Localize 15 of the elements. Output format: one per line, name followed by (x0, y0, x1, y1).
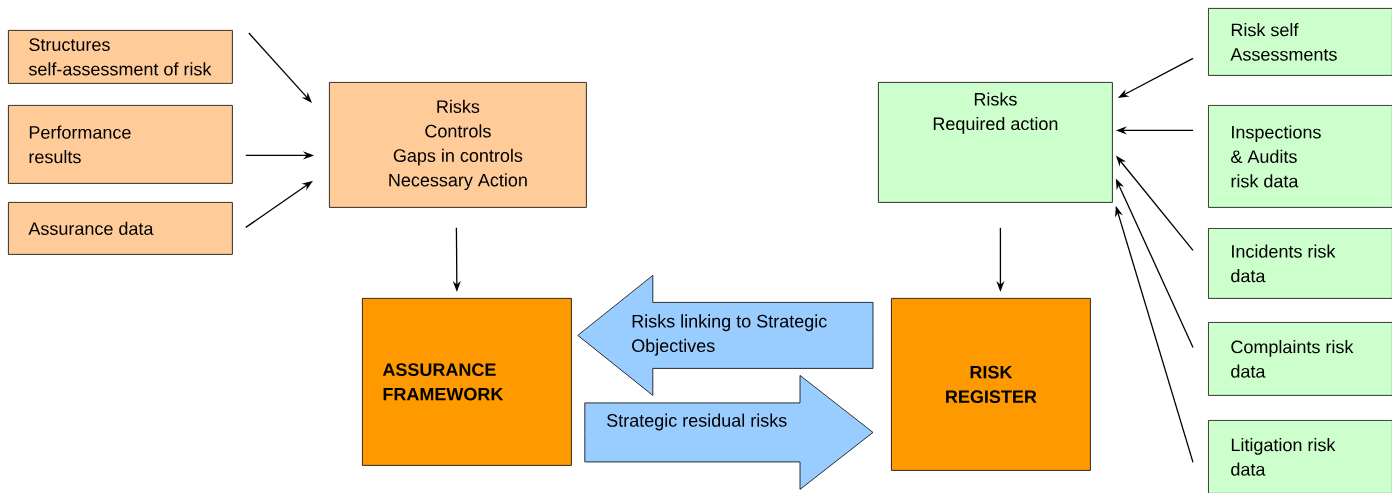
process-box: Risk self Assessments (1208, 8, 1392, 76)
process-box: Structures self-assessment of risk (8, 30, 233, 84)
process-box: Incidents risk data (1208, 228, 1392, 299)
arrow (248, 32, 312, 103)
process-box: Risks Required action (878, 82, 1113, 203)
process-box: Risks Controls Gaps in controls Necessary Action (329, 82, 587, 208)
edge-label: Risks linking to Strategic Objectives (632, 314, 827, 356)
process-box: Litigation risk data (1208, 420, 1392, 493)
process-box: Complaints risk data (1208, 322, 1392, 396)
edge-label: Strategic residual risks (607, 413, 787, 431)
process-box: RISK REGISTER (891, 298, 1091, 471)
process-box: ASSURANCE FRAMEWORK (362, 298, 572, 466)
process-box: Performance results (8, 105, 233, 184)
process-box: Inspections & Audits risk data (1208, 105, 1392, 208)
process-box: Assurance data (8, 202, 233, 255)
